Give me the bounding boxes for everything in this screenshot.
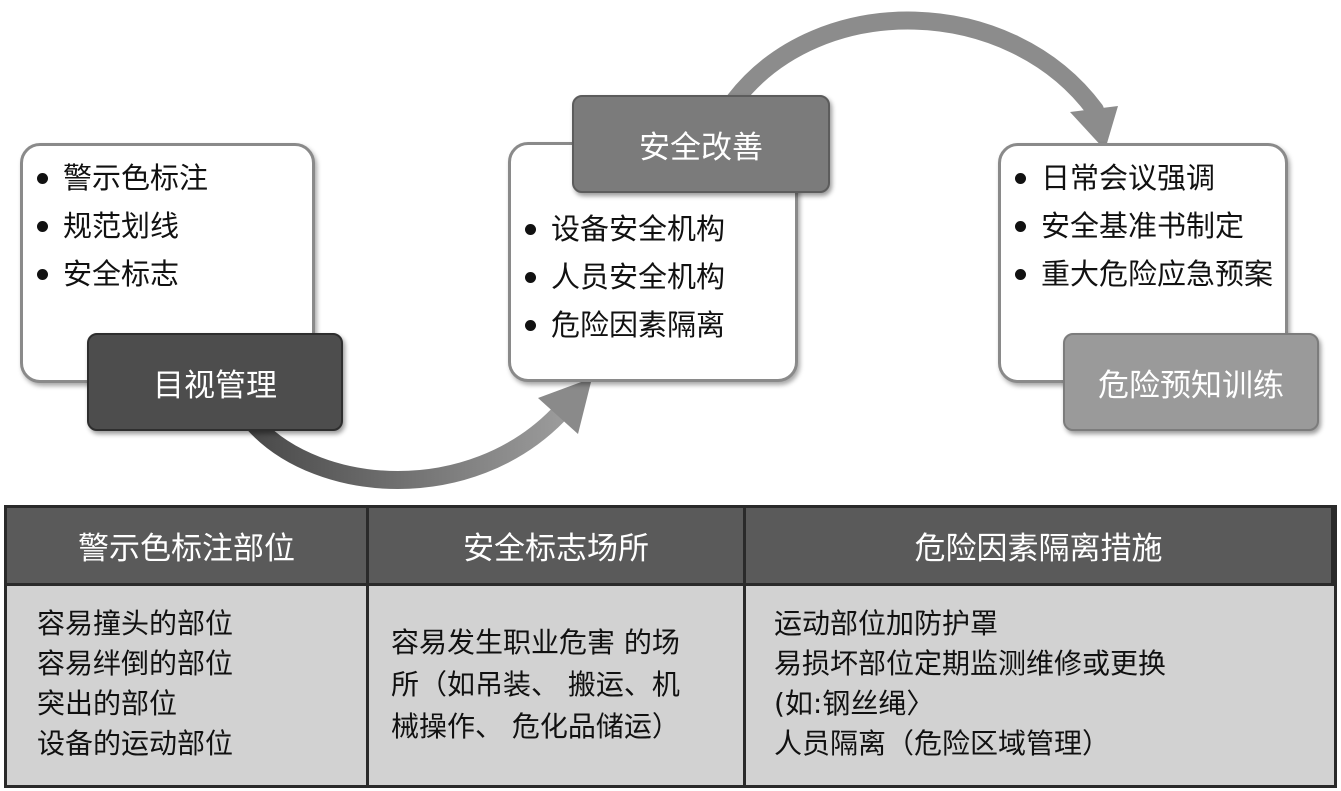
cell-line: 械操作、 危化品储运） <box>391 710 680 743</box>
cell-line: 设备的运动部位 <box>37 727 234 760</box>
cell-line: 人员隔离（危险区域管理） <box>774 727 1111 760</box>
table-header: 安全标志场所 <box>369 508 746 586</box>
cell-line: 突出的部位 <box>37 687 178 720</box>
bullet-item: 安全标志 <box>29 250 208 298</box>
cell-line: 运动部位加防护罩 <box>774 607 999 640</box>
safety-improvement-tag: 安全改善 <box>572 95 830 193</box>
arrow-head-1 <box>538 378 592 434</box>
safety-improvement-list: 设备安全机构 人员安全机构 危险因素隔离 <box>517 205 725 349</box>
bullet-item: 重大危险应急预案 <box>1007 250 1273 298</box>
table-header: 危险因素隔离措施 <box>746 508 1334 586</box>
hazard-training-list: 日常会议强调 安全基准书制定 重大危险应急预案 <box>1007 154 1273 298</box>
hazard-training-tag: 危险预知训练 <box>1063 333 1319 431</box>
cell-line: 易损坏部位定期监测维修或更换 <box>774 647 1167 680</box>
cell-line: 容易绊倒的部位 <box>37 647 234 680</box>
table-header: 警示色标注部位 <box>7 508 369 586</box>
table-cell-safety-sign-places: 容易发生职业危害 的场 所（如吊装、 搬运、机 械操作、 危化品储运） <box>369 586 746 785</box>
arrow-head-2 <box>1070 106 1118 150</box>
bullet-item: 危险因素隔离 <box>517 301 725 349</box>
table-cell-warning-color-locations: 容易撞头的部位 容易绊倒的部位 突出的部位 设备的运动部位 <box>7 586 369 785</box>
details-table: 警示色标注部位 安全标志场所 危险因素隔离措施 容易撞头的部位 容易绊倒的部位 … <box>4 505 1337 788</box>
bullet-item: 日常会议强调 <box>1007 154 1273 202</box>
table-cell-hazard-isolation-measures: 运动部位加防护罩 易损坏部位定期监测维修或更换 (如:钢丝绳〉 人员隔离（危险区… <box>746 586 1334 785</box>
cell-line: 容易发生职业危害 的场 <box>391 626 680 659</box>
cell-line: 容易撞头的部位 <box>37 607 234 640</box>
visual-management-tag: 目视管理 <box>87 333 343 431</box>
bullet-item: 人员安全机构 <box>517 253 725 301</box>
arrow-to-safety-improvement <box>246 406 567 489</box>
cell-line: (如:钢丝绳〉 <box>774 687 935 720</box>
bullet-item: 安全基准书制定 <box>1007 202 1273 250</box>
bullet-item: 警示色标注 <box>29 154 208 202</box>
visual-management-list: 警示色标注 规范划线 安全标志 <box>29 154 208 298</box>
cell-line: 所（如吊装、 搬运、机 <box>391 668 680 701</box>
bullet-item: 规范划线 <box>29 202 208 250</box>
arrow-to-hazard-training <box>726 11 1104 119</box>
bullet-item: 设备安全机构 <box>517 205 725 253</box>
